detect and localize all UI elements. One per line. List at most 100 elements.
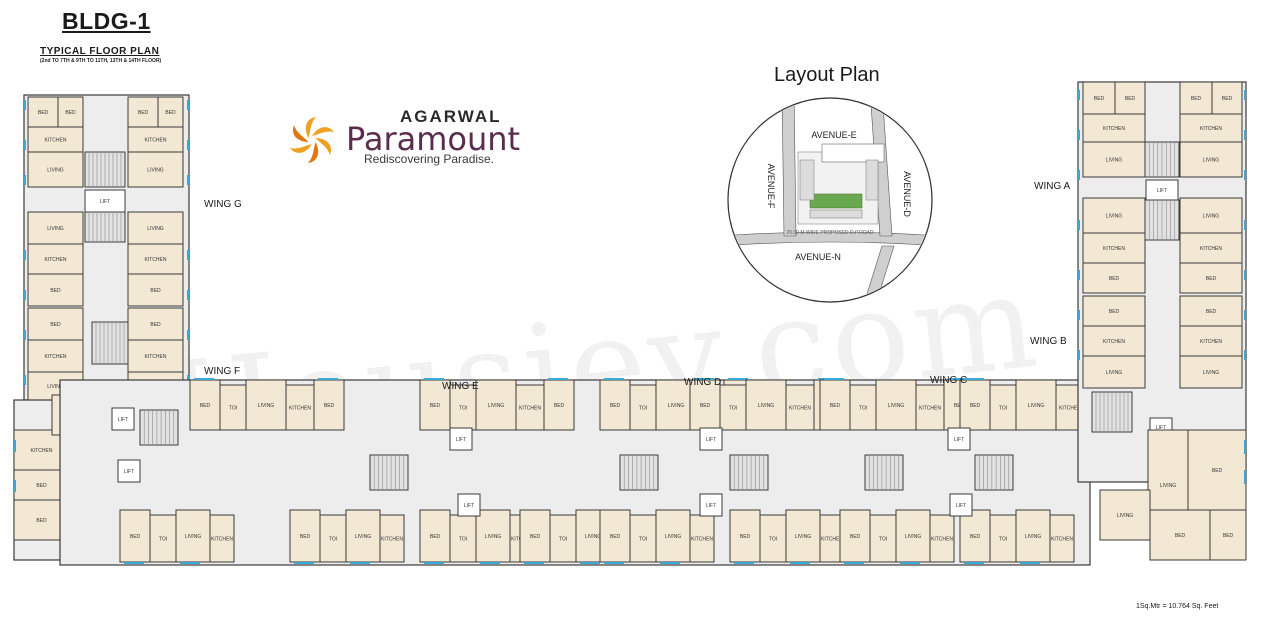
wing-g-label: WING G	[204, 199, 242, 210]
window	[187, 250, 189, 260]
window	[24, 175, 26, 185]
lift-label: LIFT	[456, 437, 466, 443]
room-label: TOI	[769, 537, 777, 543]
lift	[111, 407, 135, 431]
room-label: BED	[970, 403, 981, 409]
room-label: LIVING	[147, 168, 164, 174]
site-green	[809, 193, 863, 209]
room-label: TOI	[329, 537, 337, 543]
staircase	[864, 454, 904, 491]
wing-b-label: WING B	[1030, 336, 1067, 347]
window	[124, 562, 144, 564]
window	[660, 562, 680, 564]
room-label: KITCHEN	[45, 257, 67, 263]
scale-note: 1Sq.Mtr = 10.764 Sq. Feet	[1136, 603, 1219, 610]
room-label: TOI	[859, 406, 867, 412]
window	[294, 562, 314, 564]
window	[1244, 90, 1246, 100]
layout-map	[729, 99, 931, 301]
room-label: BED	[50, 288, 61, 294]
window	[24, 140, 26, 150]
room-label: KITCHEN	[1103, 246, 1125, 252]
room-label: LIVING	[758, 403, 775, 409]
staircase	[729, 454, 769, 491]
brand-logo-icon	[284, 112, 340, 168]
lift-label: LIFT	[954, 437, 964, 443]
window	[424, 562, 444, 564]
window	[1244, 350, 1246, 360]
lift-label: LIFT	[118, 417, 128, 423]
room-label: TOI	[879, 537, 887, 543]
room	[759, 514, 787, 563]
window	[548, 378, 568, 380]
room	[1082, 355, 1146, 389]
room	[1015, 509, 1051, 563]
room-label: KITCHEN	[1051, 537, 1073, 543]
room	[127, 211, 184, 245]
lift	[699, 427, 723, 451]
adjacent-plot	[821, 143, 885, 163]
room	[219, 384, 247, 431]
window	[964, 562, 984, 564]
room	[127, 126, 184, 153]
room	[1179, 113, 1243, 143]
lift-label: LIFT	[1156, 425, 1166, 431]
window	[194, 378, 214, 380]
room-label: LIVING	[1106, 214, 1123, 220]
room-label: BED	[36, 518, 47, 524]
room	[689, 514, 715, 563]
wing-d-label: WING D	[684, 377, 722, 388]
avenue-f-label: AVENUE-F	[766, 164, 776, 209]
room	[1179, 355, 1243, 389]
room-label: LIVING	[1203, 370, 1220, 376]
room	[745, 379, 787, 431]
window	[424, 378, 444, 380]
room-label: LIVING	[147, 226, 164, 232]
site-building	[799, 159, 815, 201]
room-label: LIVING	[1106, 158, 1123, 164]
room-label: LIVING	[1028, 403, 1045, 409]
window	[728, 378, 748, 380]
room	[1082, 262, 1146, 294]
staircase	[369, 454, 409, 491]
room	[875, 379, 917, 431]
lift-label: LIFT	[706, 437, 716, 443]
room-label: BED	[610, 534, 621, 540]
window	[1244, 470, 1246, 484]
window	[187, 330, 189, 340]
room	[313, 379, 345, 431]
building-title: BLDG-1	[62, 8, 151, 34]
room	[1082, 232, 1146, 264]
room-label: KITCHEN	[919, 406, 941, 412]
room-label: LIVING	[585, 534, 602, 540]
room	[515, 384, 545, 431]
avenue-n-label: AVENUE-N	[795, 252, 841, 262]
lift	[947, 427, 971, 451]
wing-a-label: WING A	[1034, 181, 1071, 192]
room	[1082, 113, 1146, 143]
room	[1179, 262, 1243, 294]
window	[1244, 310, 1246, 320]
site-building	[809, 209, 863, 219]
window	[24, 375, 26, 385]
room-label: BED	[850, 534, 861, 540]
window	[580, 562, 600, 564]
room-label: BED	[150, 288, 161, 294]
room	[1179, 197, 1243, 234]
room	[157, 96, 184, 128]
staircase	[619, 454, 659, 491]
room-label: BED	[1223, 533, 1234, 539]
room-label: BED	[1206, 309, 1217, 315]
room-label: BED	[1222, 96, 1233, 102]
window	[1244, 170, 1246, 180]
room-label: LIVING	[1203, 214, 1220, 220]
staircase	[139, 409, 179, 446]
room-label: LIVING	[665, 534, 682, 540]
room-label: BED	[970, 534, 981, 540]
window	[1078, 170, 1080, 180]
room-label: LIVING	[1117, 513, 1134, 519]
room	[785, 384, 815, 431]
room-label: LIVING	[668, 403, 685, 409]
room	[209, 514, 235, 563]
brand-top: AGARWAL	[400, 107, 502, 126]
